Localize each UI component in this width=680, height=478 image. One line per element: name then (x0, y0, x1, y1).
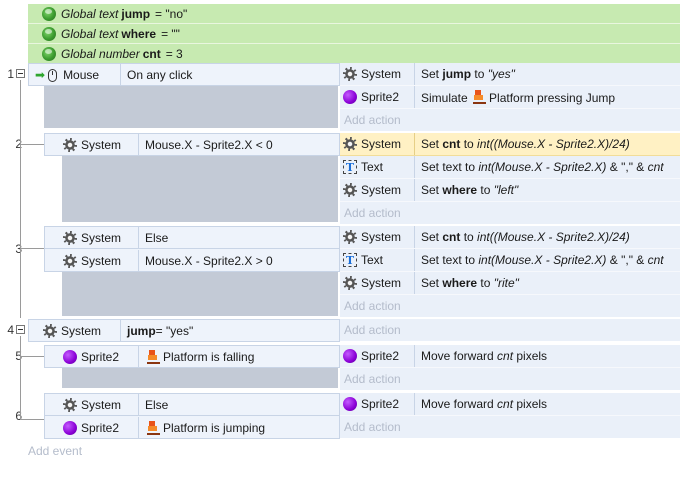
condition-text: Mouse.X - Sprite2.X < 0 (145, 138, 273, 152)
condition-text: Else (145, 231, 169, 245)
event-6-action-1[interactable]: Sprite2 Move forward cnt pixels (340, 393, 680, 416)
event-number-4: 4 (7, 323, 14, 337)
add-action-button[interactable]: Add action (340, 416, 680, 438)
event-1-action-1[interactable]: System Set jump to "yes" (340, 63, 680, 86)
event-2-action-1-selected[interactable]: System Set cnt to int((Mouse.X - Sprite2… (340, 133, 680, 156)
text-object-icon: T (343, 253, 357, 267)
add-action-button[interactable]: Add action (340, 368, 680, 390)
tree-line (20, 80, 21, 318)
event-6-conditions[interactable]: System Else Sprite2 Platform is jumping (44, 393, 340, 439)
sprite-icon (343, 397, 357, 411)
trigger-arrow-icon: ➡ (35, 68, 46, 82)
gear-icon (63, 231, 77, 245)
gear-icon (63, 254, 77, 268)
event-5-action-1[interactable]: Sprite2 Move forward cnt pixels (340, 345, 680, 368)
tree-line (20, 144, 44, 145)
event-2-condition[interactable]: System Mouse.X - Sprite2.X < 0 (44, 133, 340, 156)
platform-behavior-icon (147, 350, 160, 364)
add-action-button[interactable]: Add action (340, 295, 680, 317)
event-number-5: 5 (15, 349, 22, 363)
gear-icon (343, 137, 357, 151)
gear-icon (43, 324, 57, 338)
gear-icon (343, 67, 357, 81)
collapse-toggle-event-1[interactable] (16, 69, 25, 78)
event-number-1: 1 (7, 67, 14, 81)
event-1-condition[interactable]: ➡ Mouse On any click (28, 63, 340, 86)
event-5-condition[interactable]: Sprite2 Platform is falling (44, 345, 340, 368)
event-3-action-1[interactable]: System Set cnt to int((Mouse.X - Sprite2… (340, 226, 680, 249)
gear-icon (343, 276, 357, 290)
event-number-3: 3 (15, 242, 22, 256)
event-3-action-3[interactable]: System Set where to "rite" (340, 272, 680, 295)
condition-object: ➡ Mouse (29, 64, 121, 86)
add-action-button[interactable]: Add action (340, 319, 680, 341)
condition-area (44, 86, 338, 128)
gear-icon (63, 398, 77, 412)
sprite-icon (63, 350, 77, 364)
condition-text: Else (145, 398, 169, 412)
mouse-icon (48, 68, 58, 82)
collapse-toggle-event-4[interactable] (16, 325, 25, 334)
globe-icon (42, 6, 56, 21)
gear-icon (343, 183, 357, 197)
tree-line (20, 248, 44, 249)
event-2-action-3[interactable]: System Set where to "left" (340, 179, 680, 202)
globe-icon (42, 26, 56, 41)
event-number-2: 2 (15, 137, 22, 151)
add-event-button[interactable]: Add event (28, 444, 83, 458)
sprite-icon (343, 349, 357, 363)
platform-behavior-icon (473, 89, 487, 104)
event-4-condition[interactable]: System jump = "yes" (28, 319, 340, 342)
platform-behavior-icon (147, 421, 160, 435)
gear-icon (63, 138, 77, 152)
gear-icon (343, 230, 357, 244)
tree-line (20, 336, 21, 420)
globe-icon (42, 46, 56, 61)
event-gutter: 1 2 3 4 5 6 (0, 0, 28, 478)
event-1-action-2[interactable]: Sprite2 Simulate Platform pressing Jump (340, 86, 680, 109)
event-number-6: 6 (15, 409, 22, 423)
sprite-icon (343, 90, 357, 104)
condition-text: On any click (127, 68, 193, 82)
text-object-icon: T (343, 160, 357, 174)
tree-line (20, 356, 44, 357)
event-3-conditions[interactable]: System Else System Mouse.X - Sprite2.X >… (44, 226, 340, 272)
condition-text: Mouse.X - Sprite2.X > 0 (145, 254, 273, 268)
add-action-button[interactable]: Add action (340, 109, 680, 131)
sprite-icon (63, 421, 77, 435)
tree-line (20, 419, 44, 420)
condition-area (62, 156, 338, 222)
add-action-button[interactable]: Add action (340, 202, 680, 224)
condition-area (62, 368, 338, 388)
condition-area (62, 272, 338, 316)
